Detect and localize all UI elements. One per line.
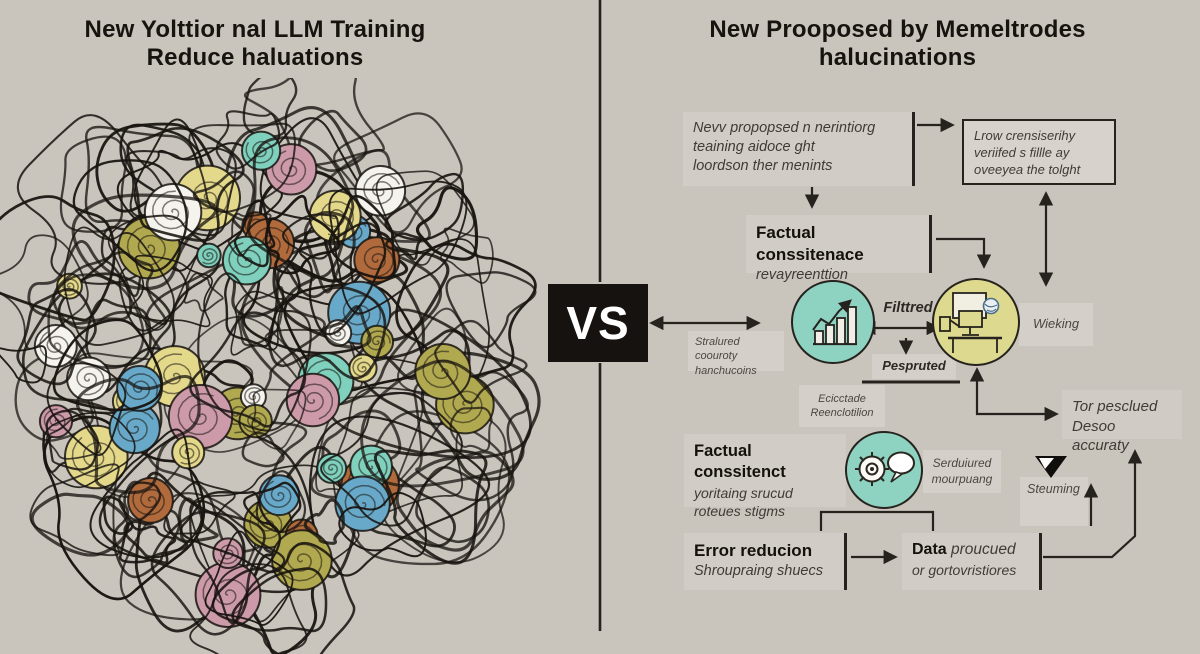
- tor-line1: Tor pesclued: [1072, 398, 1158, 415]
- box-b-line3: oveeyea the tolght: [974, 161, 1081, 177]
- data-title-rest: proucued: [951, 541, 1016, 558]
- filtered-label: Filttred: [883, 300, 933, 316]
- factual2-title: Factual conssitenct: [694, 442, 786, 482]
- right-panel-title: New Prooposed by Memeltrodes halucinatio…: [660, 16, 1135, 73]
- funnel-triangle-icon: [1035, 456, 1067, 478]
- tor-pesclued-box: Tor pesclued Desoo accuraty: [1062, 390, 1182, 454]
- error-title: Error reducion: [694, 541, 813, 560]
- tangled-scribble-illustration: [0, 78, 541, 654]
- factual-consistency-box: Factual conssitenace revayreenttion: [746, 215, 932, 283]
- serdufured-label: Serduiured mourpuang: [923, 450, 1001, 493]
- pexputed-box: Pespruted: [872, 354, 956, 379]
- left-title-line1: New Yolttior nal LLM Training: [84, 16, 426, 43]
- factual-consistenct-box: Factual conssitenct yoritaing srucud rot…: [684, 434, 846, 519]
- gear-chat-icon: [845, 431, 923, 509]
- low-sensitivity-box: Lrow crensiserihy veriifed s fillle ay o…: [962, 119, 1116, 185]
- proposed-monitoring-box: Nevv propopsed n nerintiorg teaining aid…: [683, 112, 915, 186]
- right-title-line2: halucinations: [818, 44, 977, 72]
- data-produced-box: Data proucued or gortovristiores: [902, 533, 1042, 590]
- structured-label-line2: hanchucoins: [695, 364, 757, 377]
- box-a-line1: Nevv propopsed n nerintiorg: [693, 120, 876, 136]
- ecicctade-line2: Reenclotilion: [810, 407, 874, 419]
- vs-badge: VS: [548, 284, 648, 362]
- box-a-line3: loordson ther menints: [693, 157, 833, 174]
- workstation-icon: [932, 278, 1020, 366]
- box-b-line1: Lrow crensiserihy: [974, 128, 1076, 143]
- ecicctade-line1: Ecicctade: [818, 392, 866, 405]
- box-c-subtitle: revayreenttion: [756, 267, 848, 284]
- left-panel-title: New Yolttior nal LLM Training Reduce hal…: [30, 16, 480, 73]
- steuming-label: Steuming: [1027, 482, 1080, 496]
- vs-label: VS: [566, 297, 630, 349]
- structured-label-line1: Stralured coouroty: [695, 336, 740, 363]
- data-subtitle: or gortovristiores: [912, 561, 1017, 578]
- wieking-label: Wieking: [1019, 303, 1093, 346]
- box-b-line2: veriifed s fillle ay: [974, 144, 1070, 160]
- tor-line2: Desoo accuraty: [1072, 417, 1129, 455]
- box-a-line2: teaining aidoce ght: [693, 138, 815, 155]
- left-title-line2: Reduce haluations: [146, 44, 364, 72]
- factual2-line2: yoritaing srucud: [694, 484, 793, 501]
- serdufured-line2: mourpuang: [931, 471, 993, 486]
- data-title-bold: Data: [912, 541, 947, 558]
- ecicctade-label: Ecicctade Reenclotilion: [799, 385, 885, 427]
- box-c-title: Factual conssitenace: [756, 223, 864, 265]
- structured-benchmarks-label: Stralured coouroty hanchucoins: [688, 331, 784, 377]
- serdufured-line1: Serduiured: [932, 455, 992, 470]
- steuming-box: Steuming: [1020, 477, 1088, 526]
- right-title-line1: New Prooposed by Memeltrodes: [709, 16, 1086, 43]
- error-reduction-box: Error reducion Shroupraing shuecs: [684, 533, 847, 590]
- trend-chart-icon: [791, 280, 875, 364]
- factual2-line3: roteues stigms: [694, 503, 786, 520]
- error-subtitle: Shroupraing shuecs: [694, 563, 823, 580]
